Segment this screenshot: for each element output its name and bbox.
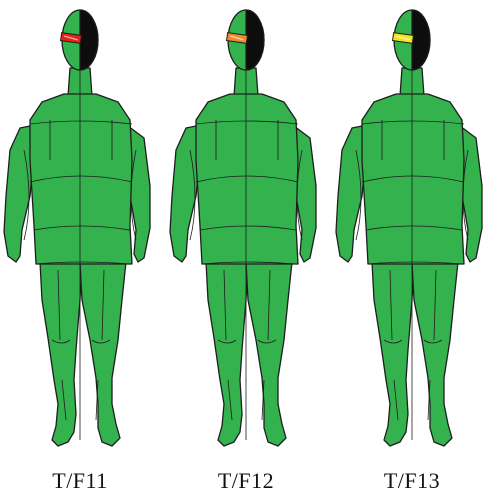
body-figure	[332, 0, 492, 460]
left-leg-shape	[412, 262, 458, 446]
figure-label: T/F12	[166, 468, 326, 494]
figure-panel-3: T/F13	[332, 0, 492, 500]
figure-panel-2: T/F12	[166, 0, 326, 500]
head-dark-half	[80, 10, 98, 70]
right-leg-shape	[206, 262, 248, 446]
figure-label: T/F11	[0, 468, 160, 494]
head-dark-half	[412, 10, 430, 70]
figure-panel-1: T/F11	[0, 0, 160, 500]
right-leg-shape	[40, 262, 82, 446]
left-leg-shape	[80, 262, 126, 446]
body-figure	[166, 0, 326, 460]
head-dark-half	[246, 10, 264, 70]
body-figure	[0, 0, 160, 460]
left-leg-shape	[246, 262, 292, 446]
figure-label: T/F13	[332, 468, 492, 494]
right-leg-shape	[372, 262, 414, 446]
